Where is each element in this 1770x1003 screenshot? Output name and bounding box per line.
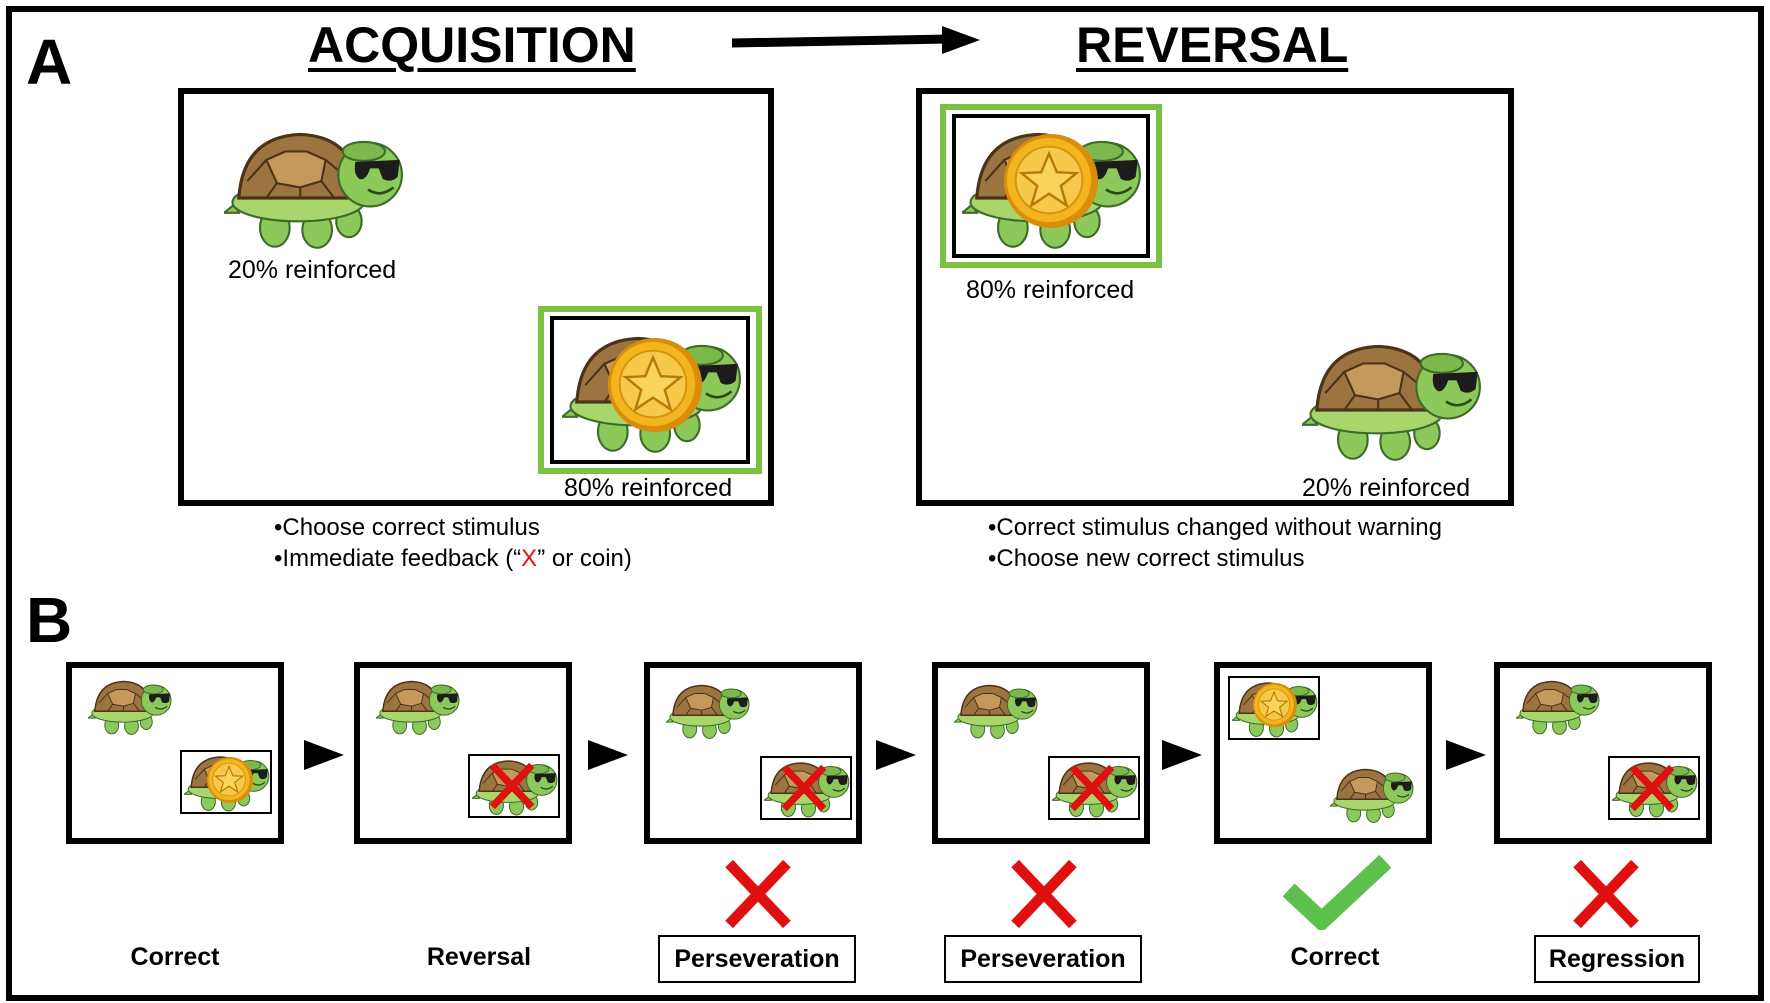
reversal-bottom-label: 20% reinforced <box>1302 474 1471 502</box>
step-label-2: Reversal <box>426 943 532 971</box>
step-label-6: Regression <box>1534 935 1700 983</box>
step-screen-1 <box>66 662 284 844</box>
stimulus-frame <box>550 316 750 464</box>
turtle-icon <box>376 678 460 736</box>
turtle-icon <box>1302 340 1482 462</box>
stimulus-frame <box>1608 756 1700 820</box>
step-label-1: Correct <box>130 943 220 971</box>
acquisition-bullet-1: •Choose correct stimulus <box>274 514 540 541</box>
correct-stimulus-highlight <box>940 104 1162 268</box>
arrow-icon <box>876 740 916 770</box>
correct-stimulus-highlight <box>538 306 762 474</box>
panel-b-letter: B <box>26 584 73 656</box>
reversal-title: REVERSAL <box>1076 17 1349 73</box>
red-x-icon <box>1066 762 1118 814</box>
red-x-icon <box>720 856 796 932</box>
stimulus-frame <box>760 756 852 820</box>
arrow-icon <box>588 740 628 770</box>
acquisition-bullet-2: •Immediate feedback (“X” or coin) <box>274 543 632 574</box>
panel-a-letter: A <box>26 26 73 98</box>
acquisition-bottom-label: 80% reinforced <box>564 474 733 502</box>
step-label-3: Perseveration <box>658 935 856 983</box>
coin-icon <box>1252 682 1298 728</box>
coin-icon <box>1002 132 1100 230</box>
stimulus-frame <box>180 750 272 814</box>
turtle-icon <box>88 678 172 736</box>
reversal-bullet-1: •Correct stimulus changed without warnin… <box>988 514 1442 541</box>
red-x-icon <box>486 760 538 812</box>
feedback-x: X <box>521 545 538 572</box>
feedback-prefix: •Immediate feedback (“ <box>274 545 522 572</box>
red-x-icon <box>1006 856 1082 932</box>
arrow-icon <box>304 740 344 770</box>
reversal-screen: 80% reinforced 20% reinforced <box>916 88 1514 506</box>
acquisition-top-label: 20% reinforced <box>228 256 397 284</box>
reversal-top-label: 80% reinforced <box>966 276 1135 304</box>
turtle-icon <box>224 128 404 250</box>
turtle-icon <box>1516 678 1600 736</box>
turtle-icon <box>666 682 750 740</box>
stimulus-frame <box>1228 676 1320 740</box>
step-label-5: Correct <box>1290 943 1380 971</box>
coin-icon <box>206 756 254 804</box>
green-check-icon <box>1282 852 1392 930</box>
step-screen-5 <box>1214 662 1432 844</box>
phase-arrow-icon <box>731 26 980 54</box>
stimulus-frame <box>952 114 1150 258</box>
reversal-bullet-2: •Choose new correct stimulus <box>988 545 1305 572</box>
step-screen-4 <box>932 662 1150 844</box>
arrow-icon <box>1162 740 1202 770</box>
stimulus-frame <box>1048 756 1140 820</box>
acquisition-title: ACQUISITION <box>308 17 636 73</box>
step-label-4: Perseveration <box>944 935 1142 983</box>
step-screen-2 <box>354 662 572 844</box>
feedback-suffix: ” or coin) <box>537 545 632 572</box>
red-x-icon <box>1626 762 1678 814</box>
red-x-icon <box>1568 856 1644 932</box>
red-x-icon <box>778 762 830 814</box>
arrow-icon <box>1446 740 1486 770</box>
step-screen-3 <box>644 662 862 844</box>
acquisition-screen: 20% reinforced 80% reinforced <box>178 88 774 506</box>
coin-icon <box>606 336 704 434</box>
stimulus-frame <box>468 754 560 818</box>
turtle-icon <box>954 682 1038 740</box>
turtle-icon <box>1330 766 1414 824</box>
step-screen-6 <box>1494 662 1712 844</box>
